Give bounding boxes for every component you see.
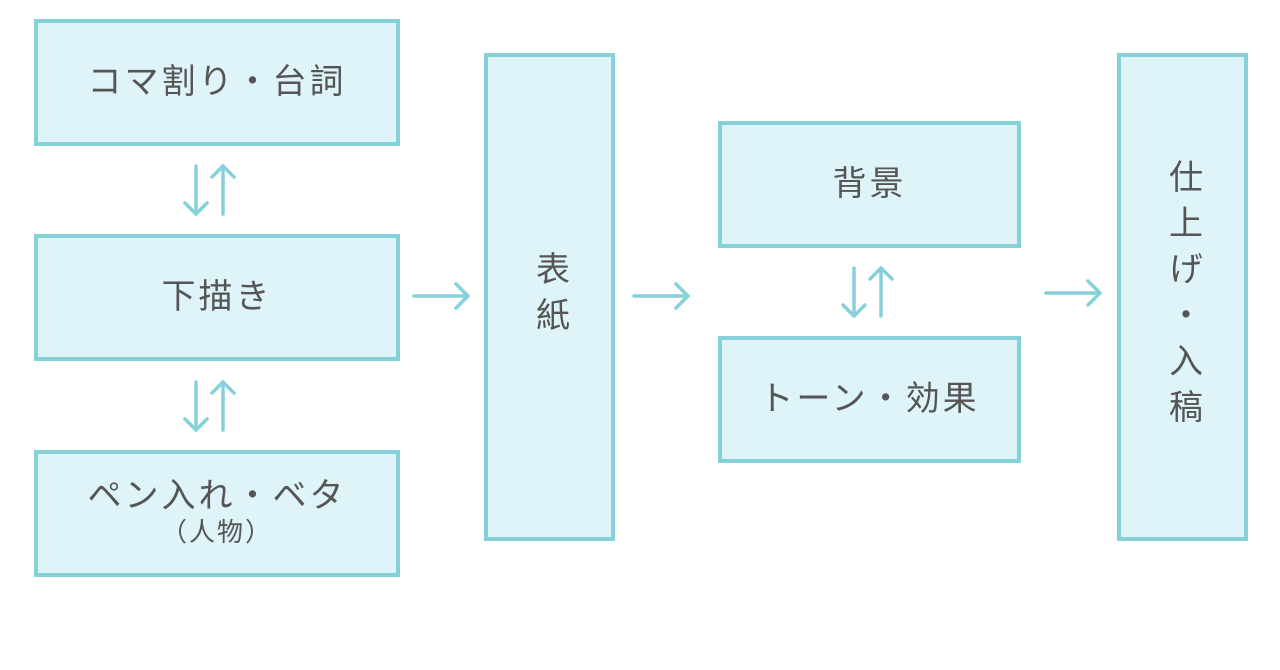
step-penire-sublabel: （人物）	[160, 518, 273, 548]
step-penire-box: ペン入れ・ベタ （人物）	[34, 450, 400, 577]
step-shitagaki-box: 下描き	[34, 234, 400, 361]
step-koma-box: コマ割り・台詞	[34, 19, 400, 146]
step-haikei-label: 背景	[832, 164, 907, 205]
step-haikei-box: 背景	[718, 121, 1021, 248]
step-koma-label: コマ割り・台詞	[87, 62, 347, 103]
step-shiage-box: 仕上げ・入稿	[1117, 53, 1248, 541]
step-penire-label: ペン入れ・ベタ	[87, 476, 347, 517]
right-arrow-icon	[632, 282, 690, 310]
right-arrow-icon	[1044, 279, 1102, 307]
bidirectional-arrow-icon	[183, 164, 236, 216]
step-shitagaki-label: 下描き	[161, 277, 273, 318]
step-tone-label: トーン・効果	[759, 379, 980, 420]
step-tone-box: トーン・効果	[718, 336, 1021, 463]
step-hyoushi-box: 表紙	[484, 53, 615, 541]
right-arrow-icon	[412, 282, 470, 310]
step-hyoushi-label: 表紙	[529, 251, 570, 343]
bidirectional-arrow-icon	[183, 380, 236, 432]
bidirectional-arrow-icon	[841, 266, 894, 318]
step-shiage-label: 仕上げ・入稿	[1162, 159, 1203, 435]
